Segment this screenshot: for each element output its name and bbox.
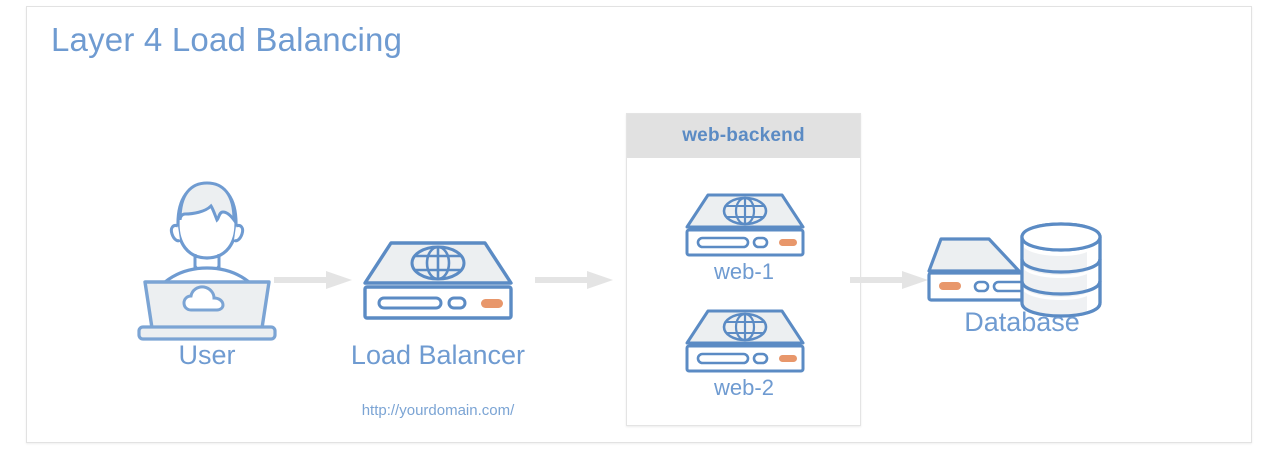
page-title: Layer 4 Load Balancing [51,21,403,58]
arrow-load-balancer-to-backend [535,271,613,289]
web-backend-panel-title: web-backend [682,125,805,146]
user-laptop-icon [137,181,277,341]
server-icon-web-2 [685,309,805,373]
node-label-database: Database [964,307,1080,337]
node-label-web-2: web-2 [714,375,774,400]
node-label-load-balancer: Load Balancer [350,340,526,370]
load-balancer-url: http://yourdomain.com/ [361,402,515,419]
arrow-user-to-load-balancer [274,271,352,289]
node-label-web-1: web-1 [714,259,774,284]
web-backend-panel: web-backend web-1 [626,113,861,426]
web-backend-panel-header: web-backend [627,114,860,158]
server-icon-load-balancer [363,241,513,320]
node-label-user: User [178,340,236,370]
diagram-canvas: Layer 4 Load Balancing User [26,6,1252,443]
arrow-backend-to-database [850,271,928,289]
database-icon [927,222,1102,318]
server-icon-web-1 [685,193,805,257]
